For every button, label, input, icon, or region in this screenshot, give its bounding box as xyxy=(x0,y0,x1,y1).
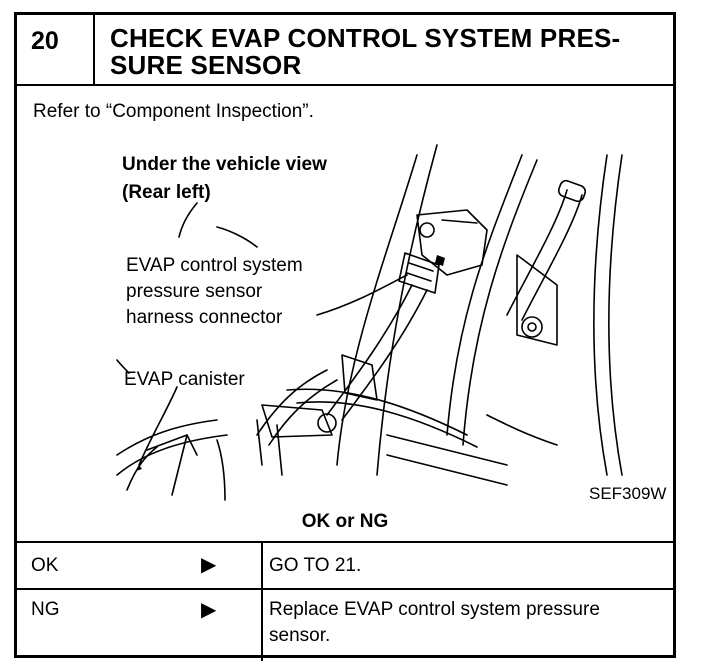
step-title-line1: CHECK EVAP CONTROL SYSTEM PRES- xyxy=(110,23,621,53)
instruction-text: Refer to “Component Inspection”. xyxy=(33,101,314,122)
results-middle-rule xyxy=(17,588,673,590)
results-top-rule xyxy=(17,541,673,543)
view-caption-line1: Under the vehicle view xyxy=(122,154,327,175)
header-divider xyxy=(93,15,95,85)
connector-callout-line2: pressure sensor xyxy=(126,281,263,302)
ok-arrow-icon: ▶ xyxy=(201,554,217,576)
header-rule xyxy=(17,84,673,86)
canister-callout: EVAP canister xyxy=(124,369,245,390)
results-divider xyxy=(261,541,263,661)
view-caption-line2: (Rear left) xyxy=(122,182,211,203)
ok-condition: OK xyxy=(31,555,59,576)
step-number: 20 xyxy=(31,27,59,55)
ng-arrow-icon: ▶ xyxy=(201,599,217,621)
connector-callout: EVAP control system pressure sensor harn… xyxy=(126,253,303,331)
component-location-figure: Under the vehicle view (Rear left) EVAP … xyxy=(87,135,667,507)
result-heading: OK or NG xyxy=(301,511,389,532)
ng-action-line2: sensor. xyxy=(269,625,331,646)
step-title-line2: SURE SENSOR xyxy=(110,50,302,80)
ok-action: GO TO 21. xyxy=(269,555,362,576)
ng-action-line1: Replace EVAP control system pressure xyxy=(269,599,600,620)
connector-callout-line3: harness connector xyxy=(126,307,283,328)
connector-callout-line1: EVAP control system xyxy=(126,255,303,276)
vehicle-underside-illustration xyxy=(116,144,623,501)
ng-action: Replace EVAP control system pressure sen… xyxy=(269,597,600,649)
view-caption: Under the vehicle view (Rear left) xyxy=(122,151,327,207)
diagnostic-step-table: 20 CHECK EVAP CONTROL SYSTEM PRES- SURE … xyxy=(14,12,676,661)
figure-code: SEF309W xyxy=(589,484,667,503)
ng-condition: NG xyxy=(31,599,60,620)
step-title: CHECK EVAP CONTROL SYSTEM PRES- SURE SEN… xyxy=(110,25,665,79)
